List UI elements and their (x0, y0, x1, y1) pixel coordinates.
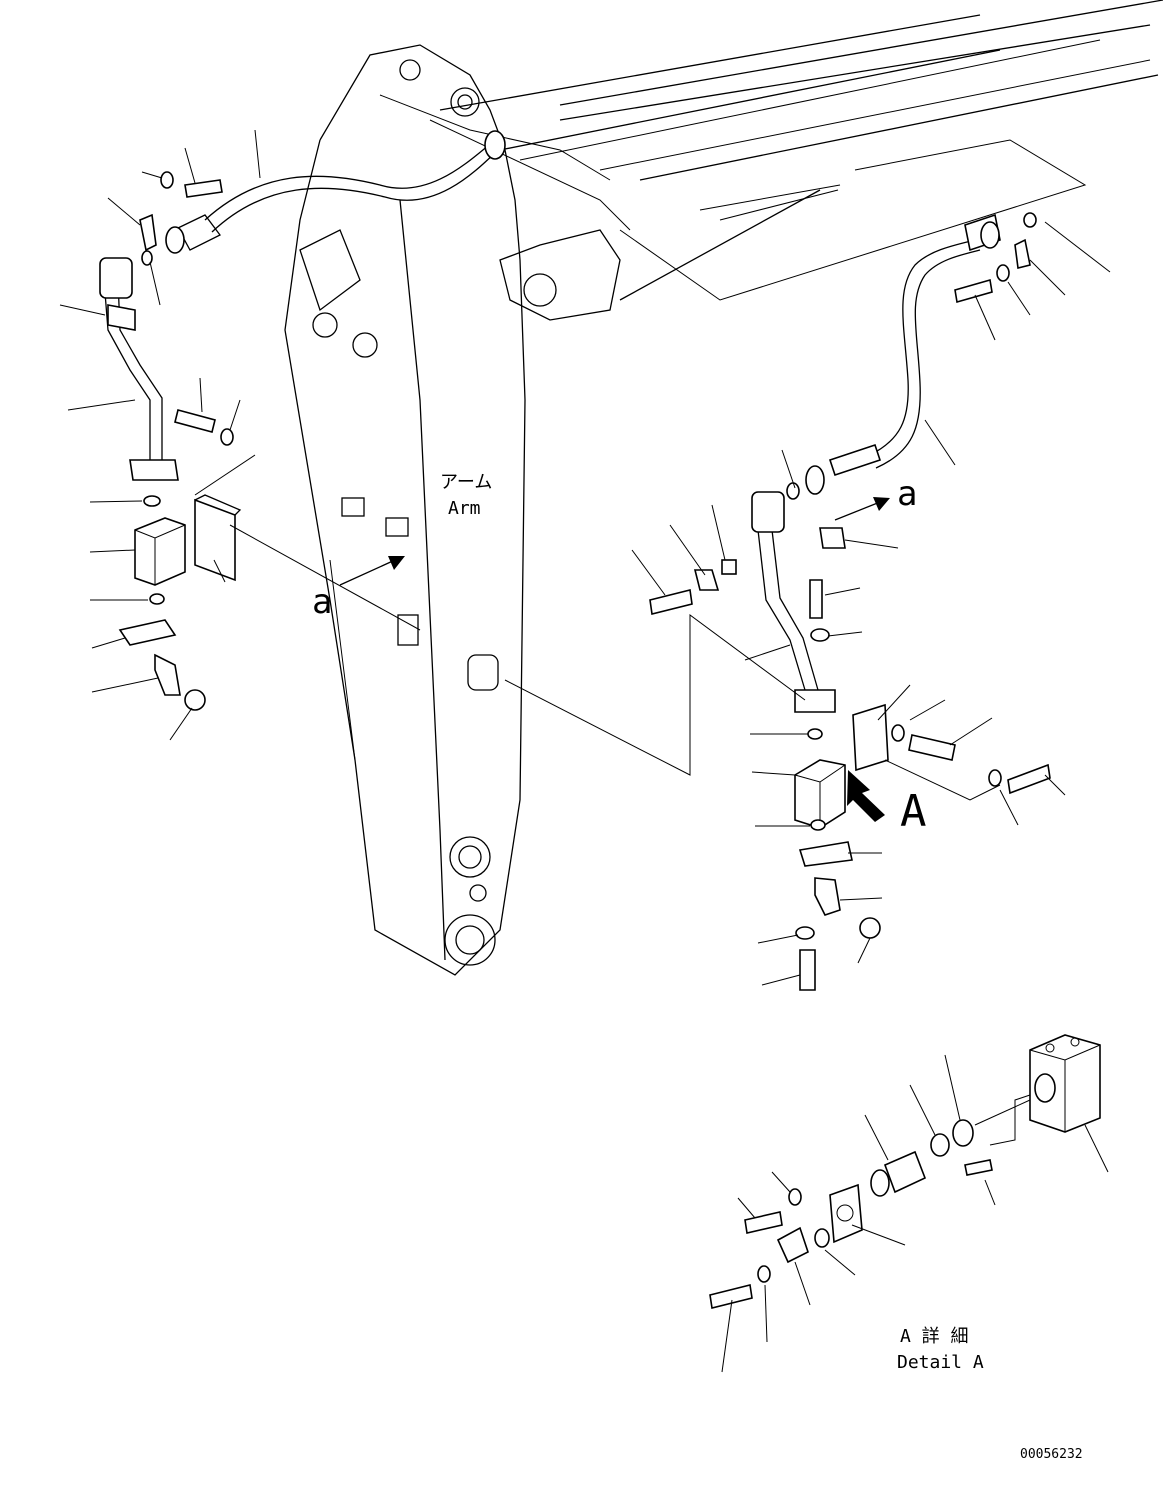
left-leader-lines (59, 129, 421, 741)
detail-a-assembly (709, 1034, 1101, 1309)
arm-label-en: Arm (448, 498, 481, 519)
view-arrow-a-right (834, 497, 890, 521)
view-marker-a-right: a (897, 474, 917, 514)
drawing-number: 00056232 (1020, 1447, 1083, 1462)
arm-label-jp: アーム (440, 472, 492, 493)
view-marker-a-left: a (312, 582, 332, 622)
view-arrow-A (847, 770, 885, 822)
right-hose-assembly (649, 212, 1051, 991)
detail-leader-lines (721, 1054, 1109, 1373)
left-hose-assembly (99, 130, 506, 711)
boom-outline (439, 0, 1163, 301)
detail-label-jp: A 詳 細 (900, 1326, 969, 1347)
view-marker-A: A (900, 786, 927, 837)
detail-label-en: Detail A (897, 1352, 984, 1373)
right-leader-lines (504, 139, 1111, 986)
view-arrow-a-left (339, 556, 405, 586)
